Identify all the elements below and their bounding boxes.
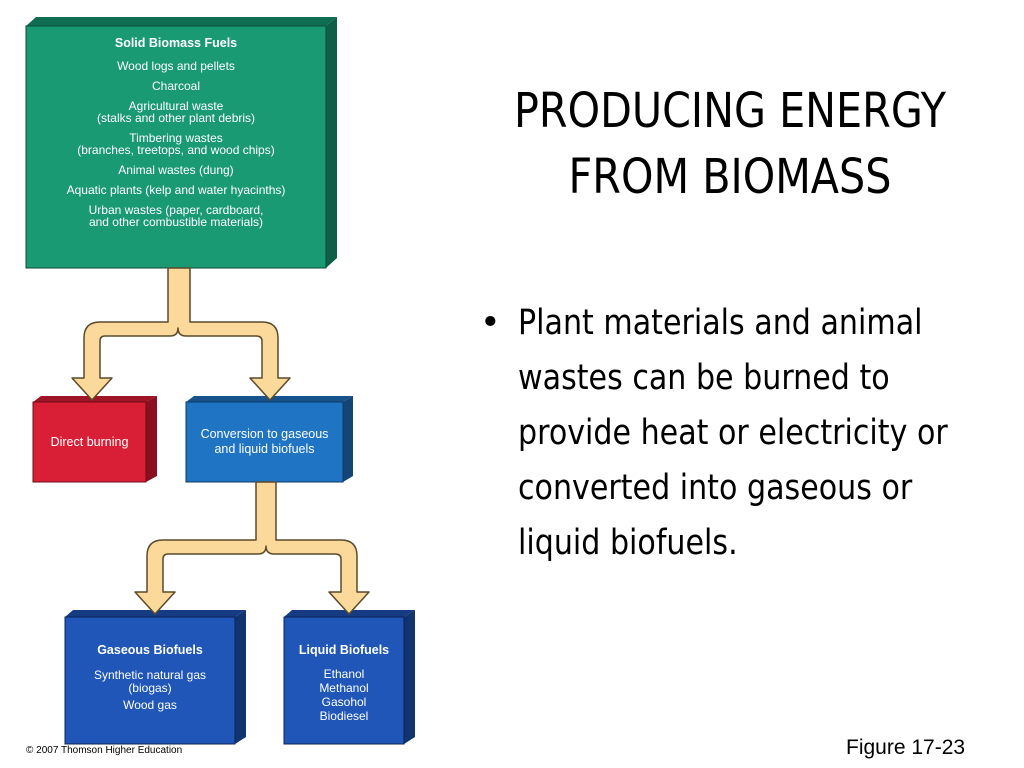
conversion-box: Conversion to gaseous and liquid biofuel… xyxy=(186,402,343,482)
bullet-dot-icon: • xyxy=(480,303,501,343)
solid-box-top xyxy=(26,17,337,26)
slide-title: PRODUCING ENERGY FROM BIOMASS xyxy=(481,78,980,210)
solid-box-face xyxy=(25,25,327,269)
biomass-diagram xyxy=(25,17,415,745)
gaseous-biofuels-box: Gaseous Biofuels Synthetic natural gas (… xyxy=(65,617,235,744)
solid-item: Wood logs and pellets xyxy=(117,59,235,73)
gaseous-box-side xyxy=(235,610,246,744)
split-arrow-bottom xyxy=(134,481,370,615)
liquid-biofuels-heading: Liquid Biofuels xyxy=(298,643,390,657)
figure-label: Figure 17-23 xyxy=(846,736,966,759)
liquid-item: Methanol xyxy=(319,681,369,695)
direct-burning-label: Direct burning xyxy=(50,434,129,449)
liquid-box-face xyxy=(283,616,405,745)
direct-burning-box: Direct burning xyxy=(33,402,146,482)
solid-biomass-heading: Solid Biomass Fuels xyxy=(114,36,238,50)
solid-item: Charcoal xyxy=(151,79,201,93)
direct-box-top xyxy=(33,396,157,402)
liquid-item: Gasohol xyxy=(321,695,367,709)
gaseous-biofuels-heading: Gaseous Biofuels xyxy=(97,643,203,657)
solid-item: Urban wastes (paper, cardboard, and othe… xyxy=(88,203,264,229)
conversion-label: Conversion to gaseous and liquid biofuel… xyxy=(200,427,329,456)
bullet-text: Plant materials and animal wastes can be… xyxy=(518,303,948,563)
liquid-box-side xyxy=(404,610,415,744)
liquid-item: Ethanol xyxy=(323,667,365,681)
slide-title-line-2: FROM BIOMASS xyxy=(568,149,892,205)
liquid-biofuels-box: Liquid Biofuels Ethanol Methanol Gasohol… xyxy=(284,617,404,744)
copyright-notice: © 2007 Thomson Higher Education xyxy=(26,745,183,756)
split-arrow-top xyxy=(71,267,291,401)
direct-box-side xyxy=(146,396,157,482)
conversion-box-side xyxy=(343,396,353,482)
slide-title-line-1: PRODUCING ENERGY xyxy=(514,83,946,139)
gaseous-box-face xyxy=(64,616,236,745)
liquid-item: Biodiesel xyxy=(319,709,369,723)
solid-biomass-fuels-box: Solid Biomass Fuels Wood logs and pellet… xyxy=(26,26,326,268)
solid-item: Animal wastes (dung) xyxy=(118,163,234,177)
solid-box-side xyxy=(326,17,337,268)
solid-item: Agricultural waste (stalks and other pla… xyxy=(96,99,256,125)
solid-item: Timbering wastes (branches, treetops, an… xyxy=(77,131,275,157)
gaseous-item: Wood gas xyxy=(123,698,177,712)
gaseous-item: Synthetic natural gas (biogas) xyxy=(93,668,207,695)
direct-box-face xyxy=(32,401,147,483)
solid-item: Aquatic plants (kelp and water hyacinths… xyxy=(66,183,286,197)
